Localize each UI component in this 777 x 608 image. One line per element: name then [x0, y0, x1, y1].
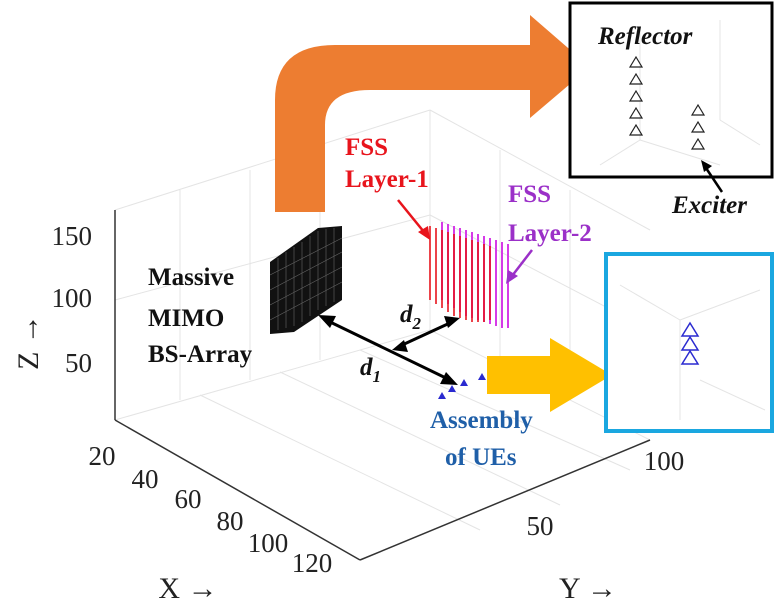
- axis-lines: [114, 210, 651, 561]
- exciter-pointer-arrow: [701, 160, 724, 193]
- ue-zoom-inset: [604, 252, 774, 433]
- z-tick-150: 150: [52, 221, 93, 251]
- x-tick-20: 20: [89, 441, 116, 471]
- reflector-triangle-icon: [628, 123, 644, 136]
- ue-label-line1: Assembly: [430, 407, 533, 434]
- reflector-triangle-icon: [628, 89, 644, 102]
- ue-triangle-icon: [478, 373, 486, 380]
- z-axis-label: Z →: [12, 314, 45, 370]
- z-tick-50: 50: [65, 348, 92, 378]
- x-tick-100: 100: [248, 528, 289, 558]
- d2-arrow: [392, 316, 460, 352]
- bs-array-triangles: [269, 228, 343, 330]
- yellow-arrow: [487, 338, 612, 412]
- y-tick-labels: 100 50: [527, 446, 685, 541]
- y-axis-label: Y →: [559, 572, 617, 605]
- ue-triangle-icon: [460, 379, 468, 386]
- x-tick-60: 60: [175, 484, 202, 514]
- reflector-triangle-icon: [628, 72, 644, 85]
- bs-label-line1: Massive: [148, 264, 234, 291]
- exciter-triangle-icon: [690, 120, 706, 133]
- ue-triangle-icon: [448, 385, 456, 392]
- x-tick-120: 120: [292, 548, 333, 578]
- fss2-label-line1: FSS: [508, 181, 551, 208]
- ue-triangle-icon: [438, 392, 446, 399]
- exciter-triangle-icon: [690, 137, 706, 150]
- fss1-pointer-arrow: [397, 199, 430, 240]
- x-tick-80: 80: [217, 506, 244, 536]
- z-tick-labels: 150 100 50: [52, 221, 93, 378]
- fss1-label-line1: FSS: [345, 134, 388, 161]
- x-tick-labels: 20 40 60 80 100 120: [89, 441, 333, 578]
- fss1-label-line2: Layer-1: [345, 166, 429, 193]
- fss2-label-line2: Layer-2: [508, 220, 592, 247]
- fss-layer-1: [429, 226, 491, 322]
- bs-label-line3: BS-Array: [148, 341, 253, 368]
- fss-layer-2: [441, 222, 509, 328]
- x-tick-40: 40: [132, 464, 159, 494]
- exciter-triangle-icon: [690, 103, 706, 116]
- orange-curved-arrow: [275, 15, 590, 212]
- reflector-label: Reflector: [597, 23, 693, 50]
- bs-label-line2: MIMO: [148, 305, 224, 332]
- x-axis-label: X →: [158, 572, 217, 605]
- ue-markers: [438, 373, 486, 399]
- ue-zoom-triangle-icon: [680, 349, 700, 365]
- bs-array: [270, 226, 342, 334]
- d2-label: d2: [400, 301, 422, 333]
- exciter-label: Exciter: [671, 192, 747, 219]
- z-tick-100: 100: [52, 283, 93, 313]
- y-tick-50: 50: [527, 511, 554, 541]
- reflector-triangle-icon: [628, 106, 644, 119]
- fss2-pointer-arrow: [506, 249, 533, 284]
- reflector-exciter-inset: Reflector: [568, 1, 774, 193]
- ue-label-line2: of UEs: [445, 444, 517, 471]
- d1-arrow: [318, 315, 458, 385]
- d1-label: d1: [360, 354, 381, 386]
- y-tick-100: 100: [644, 446, 685, 476]
- reflector-triangle-icon: [628, 55, 644, 68]
